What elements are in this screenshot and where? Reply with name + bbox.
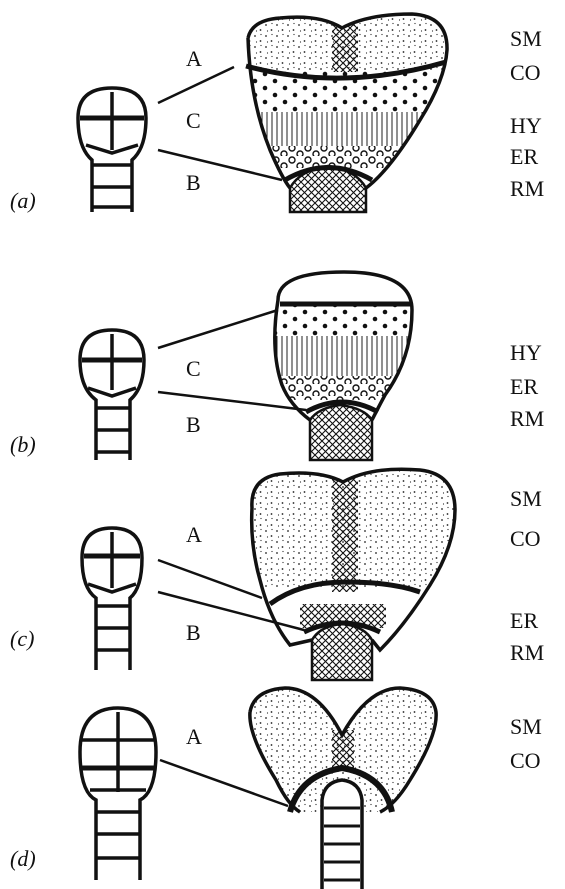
segment-label: B — [186, 170, 201, 195]
segment-label: C — [186, 356, 201, 381]
region-label: RM — [510, 406, 544, 431]
small-embryo-c — [82, 528, 142, 670]
panel-c: (c) A B SM CO ER RM — [10, 462, 544, 680]
region-label: RM — [510, 176, 544, 201]
panel-label: (a) — [10, 188, 36, 213]
connector-line — [158, 150, 282, 180]
large-embryo-c — [245, 462, 460, 680]
region-label: SM — [510, 714, 542, 739]
small-embryo-b — [80, 330, 144, 460]
connector-line — [158, 560, 262, 598]
panel-label: (c) — [10, 626, 34, 651]
region-label: SM — [510, 26, 542, 51]
connector-line — [158, 310, 278, 348]
segment-label: A — [186, 522, 202, 547]
large-embryo-a — [240, 10, 455, 212]
region-label: ER — [510, 144, 538, 169]
connector-line — [158, 392, 306, 410]
region-label: RM — [510, 640, 544, 665]
region-label: CO — [510, 748, 541, 773]
small-embryo-a — [78, 88, 146, 212]
connector-line — [158, 67, 234, 103]
panel-label: (b) — [10, 432, 36, 457]
segment-label: B — [186, 412, 201, 437]
region-label: ER — [510, 608, 538, 633]
segment-label: A — [186, 724, 202, 749]
region-label: CO — [510, 60, 541, 85]
panel-a: (a) A C B SM CO HY ER RM — [10, 10, 544, 213]
region-label: HY — [510, 113, 542, 138]
region-label: SM — [510, 486, 542, 511]
large-embryo-b — [270, 272, 420, 460]
panel-b: (b) C B HY ER RM — [10, 272, 544, 460]
region-label: ER — [510, 374, 538, 399]
region-label: HY — [510, 340, 542, 365]
panel-label: (d) — [10, 846, 36, 871]
panel-d: (d) A SM CO — [10, 684, 542, 889]
small-embryo-d — [80, 708, 156, 880]
segment-label: B — [186, 620, 201, 645]
large-embryo-d — [245, 684, 445, 889]
region-label: CO — [510, 526, 541, 551]
segment-label: A — [186, 46, 202, 71]
segment-label: C — [186, 108, 201, 133]
